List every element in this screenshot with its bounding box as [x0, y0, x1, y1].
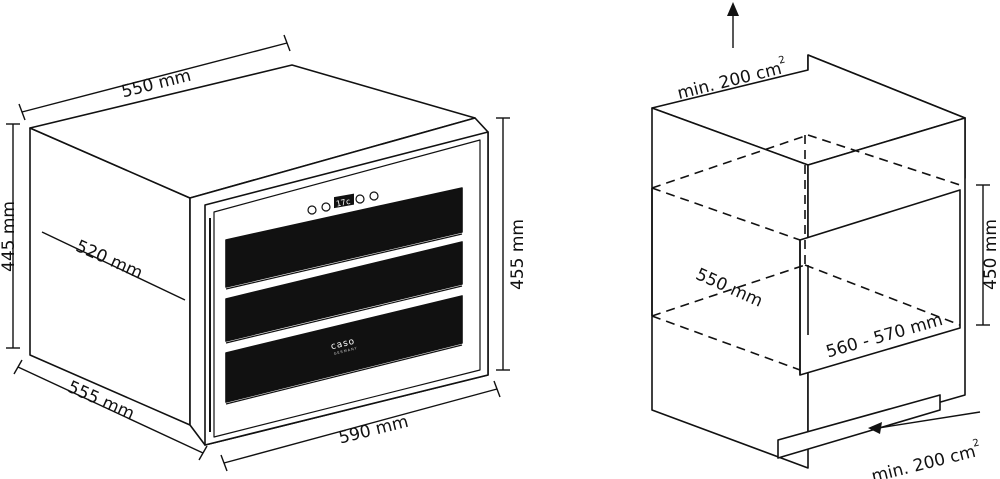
shelf-rail	[225, 285, 463, 344]
right-dimension-lines	[732, 10, 990, 429]
bottom-vent-label: min. 200 cm 2	[870, 437, 981, 479]
niche-inner-lines	[651, 188, 809, 375]
bottom-vent-text: min. 200 cm	[870, 442, 978, 479]
bottom-vent-sup: 2	[972, 437, 981, 449]
temp-up-button	[321, 202, 331, 212]
top-vent-sup: 2	[778, 54, 787, 66]
bottom-vent-arrow-icon	[868, 422, 882, 434]
glass-panel-bottom	[225, 295, 463, 403]
niche-drawing	[651, 54, 966, 469]
power-button	[369, 191, 379, 201]
temperature-readout: 17c	[335, 197, 351, 209]
glass-panel-middle	[225, 241, 463, 342]
temperature-display	[334, 193, 354, 209]
glass-panel-top	[225, 187, 463, 288]
niche-base	[777, 394, 941, 459]
niche-dashed-outline	[651, 134, 961, 371]
shelf-rail	[225, 233, 463, 290]
top-vent-arrow-icon	[727, 2, 739, 16]
appliance-drawing	[29, 64, 489, 446]
control-panel: 17c	[307, 191, 379, 215]
brand-country: GERMANY	[333, 346, 358, 356]
brand-logo: caso GERMANY	[330, 337, 358, 356]
left-dimension-lines	[6, 34, 510, 472]
door-width-label: 590 mm	[337, 412, 411, 449]
niche-height-label: 450 mm	[981, 219, 1000, 290]
temp-down-button	[307, 205, 317, 215]
shelf-rail	[225, 344, 463, 405]
door-height-label: 455 mm	[508, 219, 528, 290]
cabinet-height-label: 445 mm	[0, 201, 19, 272]
light-button	[355, 194, 365, 204]
